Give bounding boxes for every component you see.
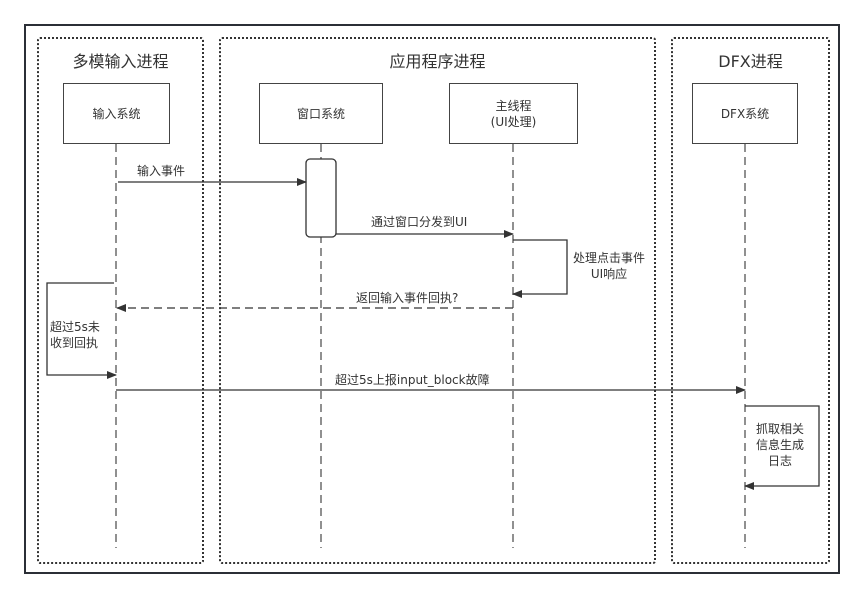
label-timeout: 超过5s未 收到回执 [50,320,100,350]
arrow-self-capture-log [744,405,820,490]
actor-main-thread: 主线程 (UI处理) [449,83,578,144]
label-report-input-block: 超过5s上报input_block故障 [335,373,490,387]
arrow-self-process-click [512,239,568,298]
label-capture-log: 抓取相关 信息生成 日志 [755,422,804,468]
lane-title-application: 应用程序进程 [389,52,486,71]
lane-application-process [219,37,656,564]
lane-multimodal-input-process [37,37,204,564]
actor-dfx-system: DFX系统 [692,83,798,144]
arrow-self-timeout [46,282,117,379]
actor-input-system: 输入系统 [63,83,170,144]
label-dispatch-to-ui: 通过窗口分发到UI [371,215,468,229]
label-return-receipt: 返回输入事件回执? [356,291,459,305]
lane-dfx-process [671,37,830,564]
diagram-frame [24,24,840,574]
label-input-event: 输入事件 [137,164,186,178]
activation-window-system [305,158,337,238]
label-process-click: 处理点击事件 UI响应 [572,251,645,281]
lane-title-multimodal-input: 多模输入进程 [72,52,169,71]
actor-window-system: 窗口系统 [259,83,383,144]
lane-title-dfx: DFX进程 [718,52,783,71]
